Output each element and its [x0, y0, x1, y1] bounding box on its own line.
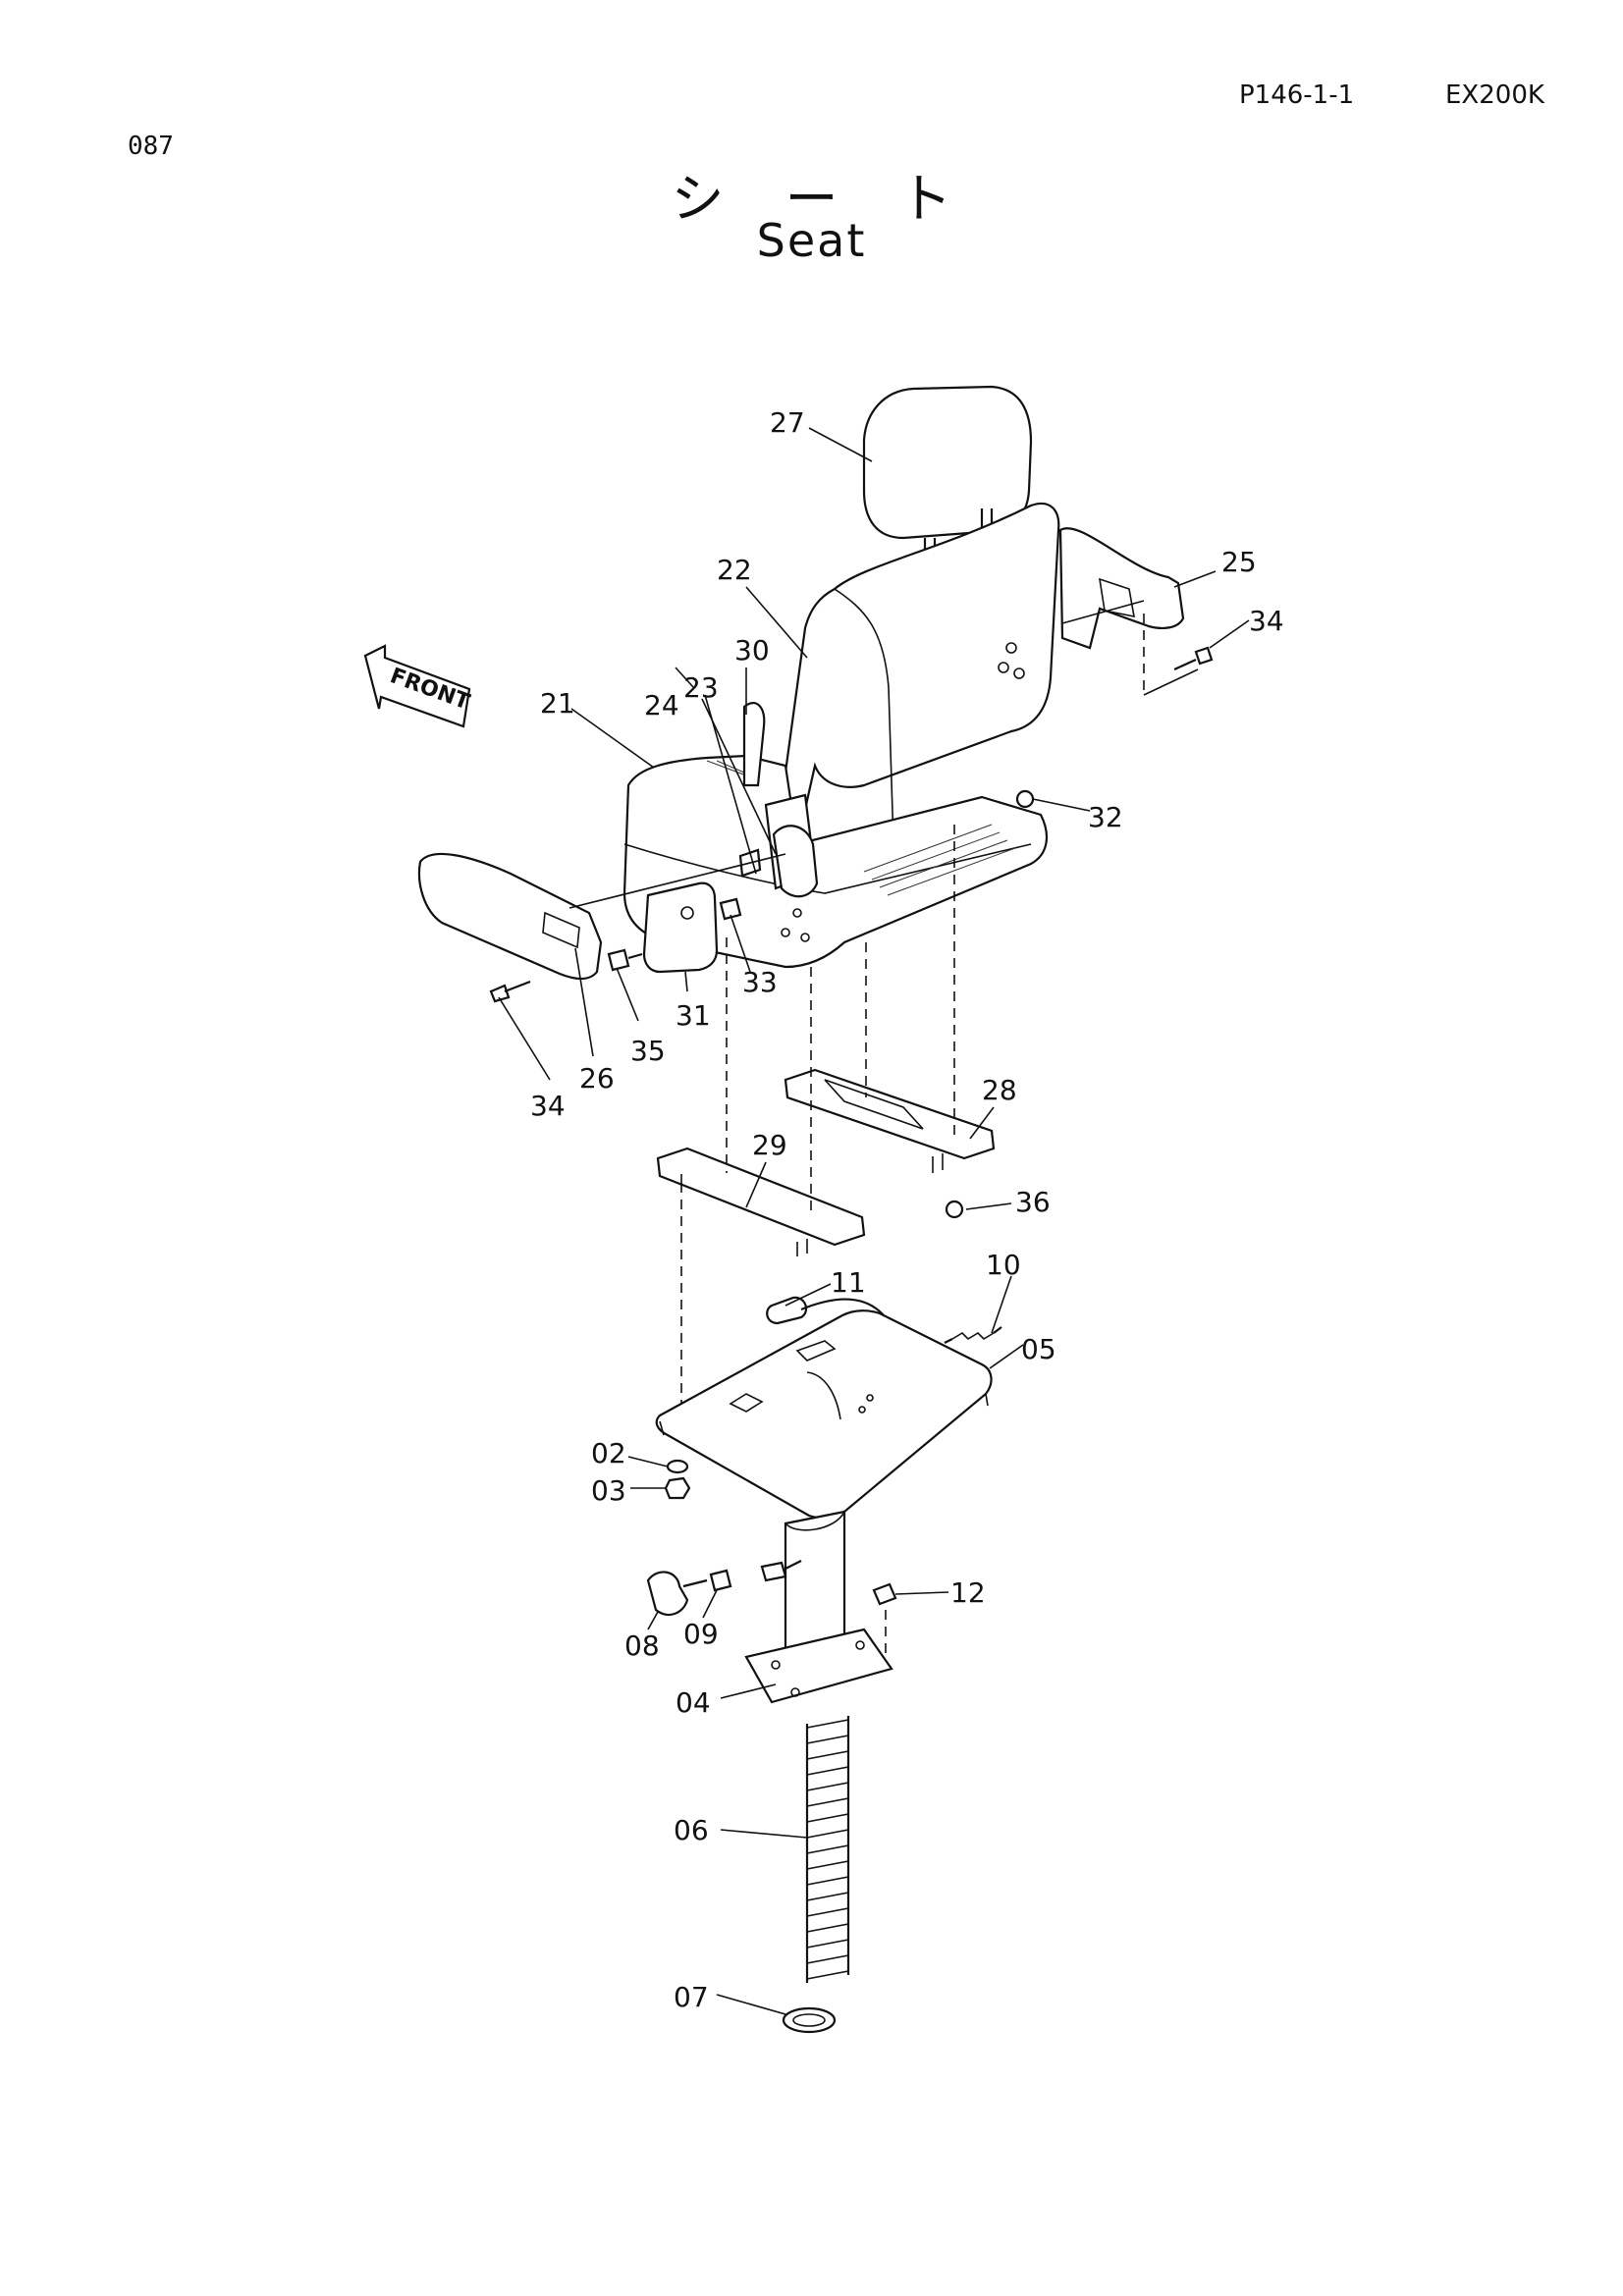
- callout-labels: 27 25 34 22 30 23 24 21 32 33 31 35 26 3…: [530, 406, 1284, 2013]
- side-cover: [642, 881, 719, 974]
- callout-03: 03: [591, 1474, 626, 1507]
- callout-09: 09: [683, 1618, 719, 1650]
- support-column: [744, 1510, 893, 1704]
- left-armrest: [417, 852, 786, 981]
- screw-34-right: [1173, 646, 1214, 671]
- bolt-33: [719, 897, 742, 921]
- leader-lines: [498, 427, 1250, 2015]
- callout-24: 24: [644, 689, 679, 721]
- right-armrest: [1058, 527, 1199, 696]
- coil-spring: [805, 1716, 850, 1983]
- callout-21: 21: [540, 687, 575, 720]
- screw-34-left: [489, 980, 531, 1003]
- callout-36: 36: [1015, 1186, 1051, 1218]
- callout-04: 04: [676, 1686, 711, 1719]
- callout-30: 30: [734, 634, 770, 667]
- nut-32: [1015, 789, 1035, 809]
- callout-11: 11: [831, 1266, 866, 1299]
- base-plate: [655, 1309, 993, 1520]
- slide-rail-28: [784, 1068, 996, 1219]
- callout-27: 27: [770, 406, 805, 439]
- callout-31: 31: [676, 999, 711, 1032]
- slide-rail-29: [656, 1147, 866, 1256]
- callout-07: 07: [674, 1981, 709, 2013]
- seat-backrest: [774, 503, 1060, 846]
- page-number: 087: [128, 132, 174, 161]
- title-japanese: シート: [671, 168, 1013, 230]
- callout-26: 26: [579, 1062, 615, 1095]
- callout-29: 29: [752, 1129, 787, 1161]
- callout-06: 06: [674, 1814, 709, 1846]
- callout-12: 12: [950, 1576, 986, 1609]
- bolt-35: [607, 948, 643, 972]
- callout-10: 10: [986, 1249, 1021, 1281]
- spring-09: [709, 1560, 802, 1592]
- callout-33: 33: [742, 966, 778, 998]
- adjust-lever: [766, 1296, 885, 1325]
- nut-03: [664, 1476, 691, 1500]
- callout-28: 28: [982, 1074, 1017, 1106]
- callout-32: 32: [1088, 801, 1123, 833]
- callout-05: 05: [1021, 1333, 1056, 1365]
- spring-10: [944, 1326, 1002, 1344]
- callout-23: 23: [683, 671, 719, 704]
- callout-22: 22: [717, 554, 752, 586]
- washer-02: [666, 1459, 689, 1474]
- retaining-ring: [782, 2006, 837, 2034]
- callout-08: 08: [624, 1629, 660, 1662]
- callout-02: 02: [591, 1437, 626, 1469]
- recline-mechanism: [738, 702, 819, 898]
- model-code: EX200K: [1445, 80, 1544, 110]
- bolt-12: [872, 1582, 897, 1606]
- callout-34-right: 34: [1249, 605, 1284, 637]
- callout-25: 25: [1221, 546, 1257, 578]
- callout-34-left: 34: [530, 1090, 566, 1122]
- page-reference: P146-1-1: [1239, 80, 1355, 110]
- alignment-lines: [680, 825, 955, 1418]
- front-arrow: FRONT: [363, 644, 473, 728]
- knob-08: [646, 1571, 708, 1617]
- title-english: Seat: [756, 214, 867, 267]
- callout-35: 35: [630, 1035, 666, 1067]
